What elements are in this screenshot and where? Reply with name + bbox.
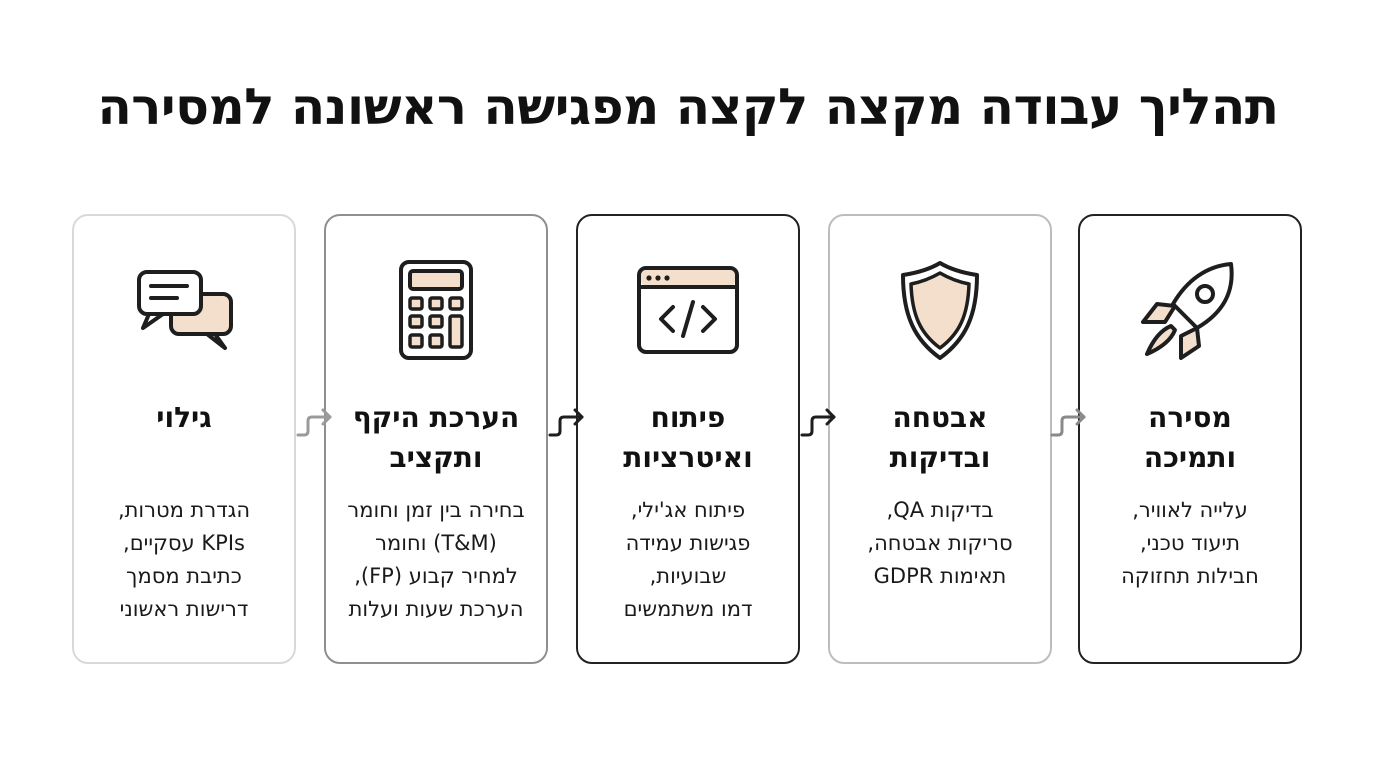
step-description: בחירה בין זמן וחומר (T&M) וחומר למחיר קב… bbox=[347, 498, 525, 621]
step-title: אבטחה ובדיקות bbox=[889, 401, 991, 474]
step-title: גילוי bbox=[156, 401, 212, 434]
calculator-icon bbox=[381, 260, 491, 360]
step-card-delivery-support: מסירה ותמיכה עלייה לאוויר, תיעוד טכני, ח… bbox=[1078, 214, 1302, 664]
connector-arrow-1 bbox=[296, 408, 336, 442]
page-title: תהליך עבודה מקצה לקצה מפגישה ראשונה למסי… bbox=[97, 78, 1279, 136]
connector-arrow-3 bbox=[800, 408, 840, 442]
step-description: עלייה לאוויר, תיעוד טכני, חבילות תחזוקה bbox=[1121, 498, 1259, 588]
step-title: מסירה ותמיכה bbox=[1143, 401, 1237, 474]
connector-arrow-4 bbox=[1050, 408, 1090, 442]
chat-bubbles-icon bbox=[129, 260, 239, 360]
shield-icon bbox=[885, 260, 995, 360]
step-description: פיתוח אג'ילי, פגישות עמידה שבועיות, דמו … bbox=[623, 498, 753, 621]
code-window-icon bbox=[633, 260, 743, 360]
step-description: בדיקות QA, סריקות אבטחה, תאימות GDPR bbox=[867, 498, 1013, 588]
step-title: פיתוח ואיטרציות bbox=[623, 401, 753, 474]
step-card-discovery: גילוי הגדרת מטרות, KPIs עסקיים, כתיבת מס… bbox=[72, 214, 296, 664]
step-card-security-testing: אבטחה ובדיקות בדיקות QA, סריקות אבטחה, ת… bbox=[828, 214, 1052, 664]
step-card-scope-budget: הערכת היקף ותקציב בחירה בין זמן וחומר (T… bbox=[324, 214, 548, 664]
connector-arrow-2 bbox=[548, 408, 588, 442]
step-description: הגדרת מטרות, KPIs עסקיים, כתיבת מסמך דרי… bbox=[117, 498, 251, 621]
step-title: הערכת היקף ותקציב bbox=[352, 401, 520, 474]
step-card-development: פיתוח ואיטרציות פיתוח אג'ילי, פגישות עמי… bbox=[576, 214, 800, 664]
rocket-icon bbox=[1135, 260, 1245, 360]
